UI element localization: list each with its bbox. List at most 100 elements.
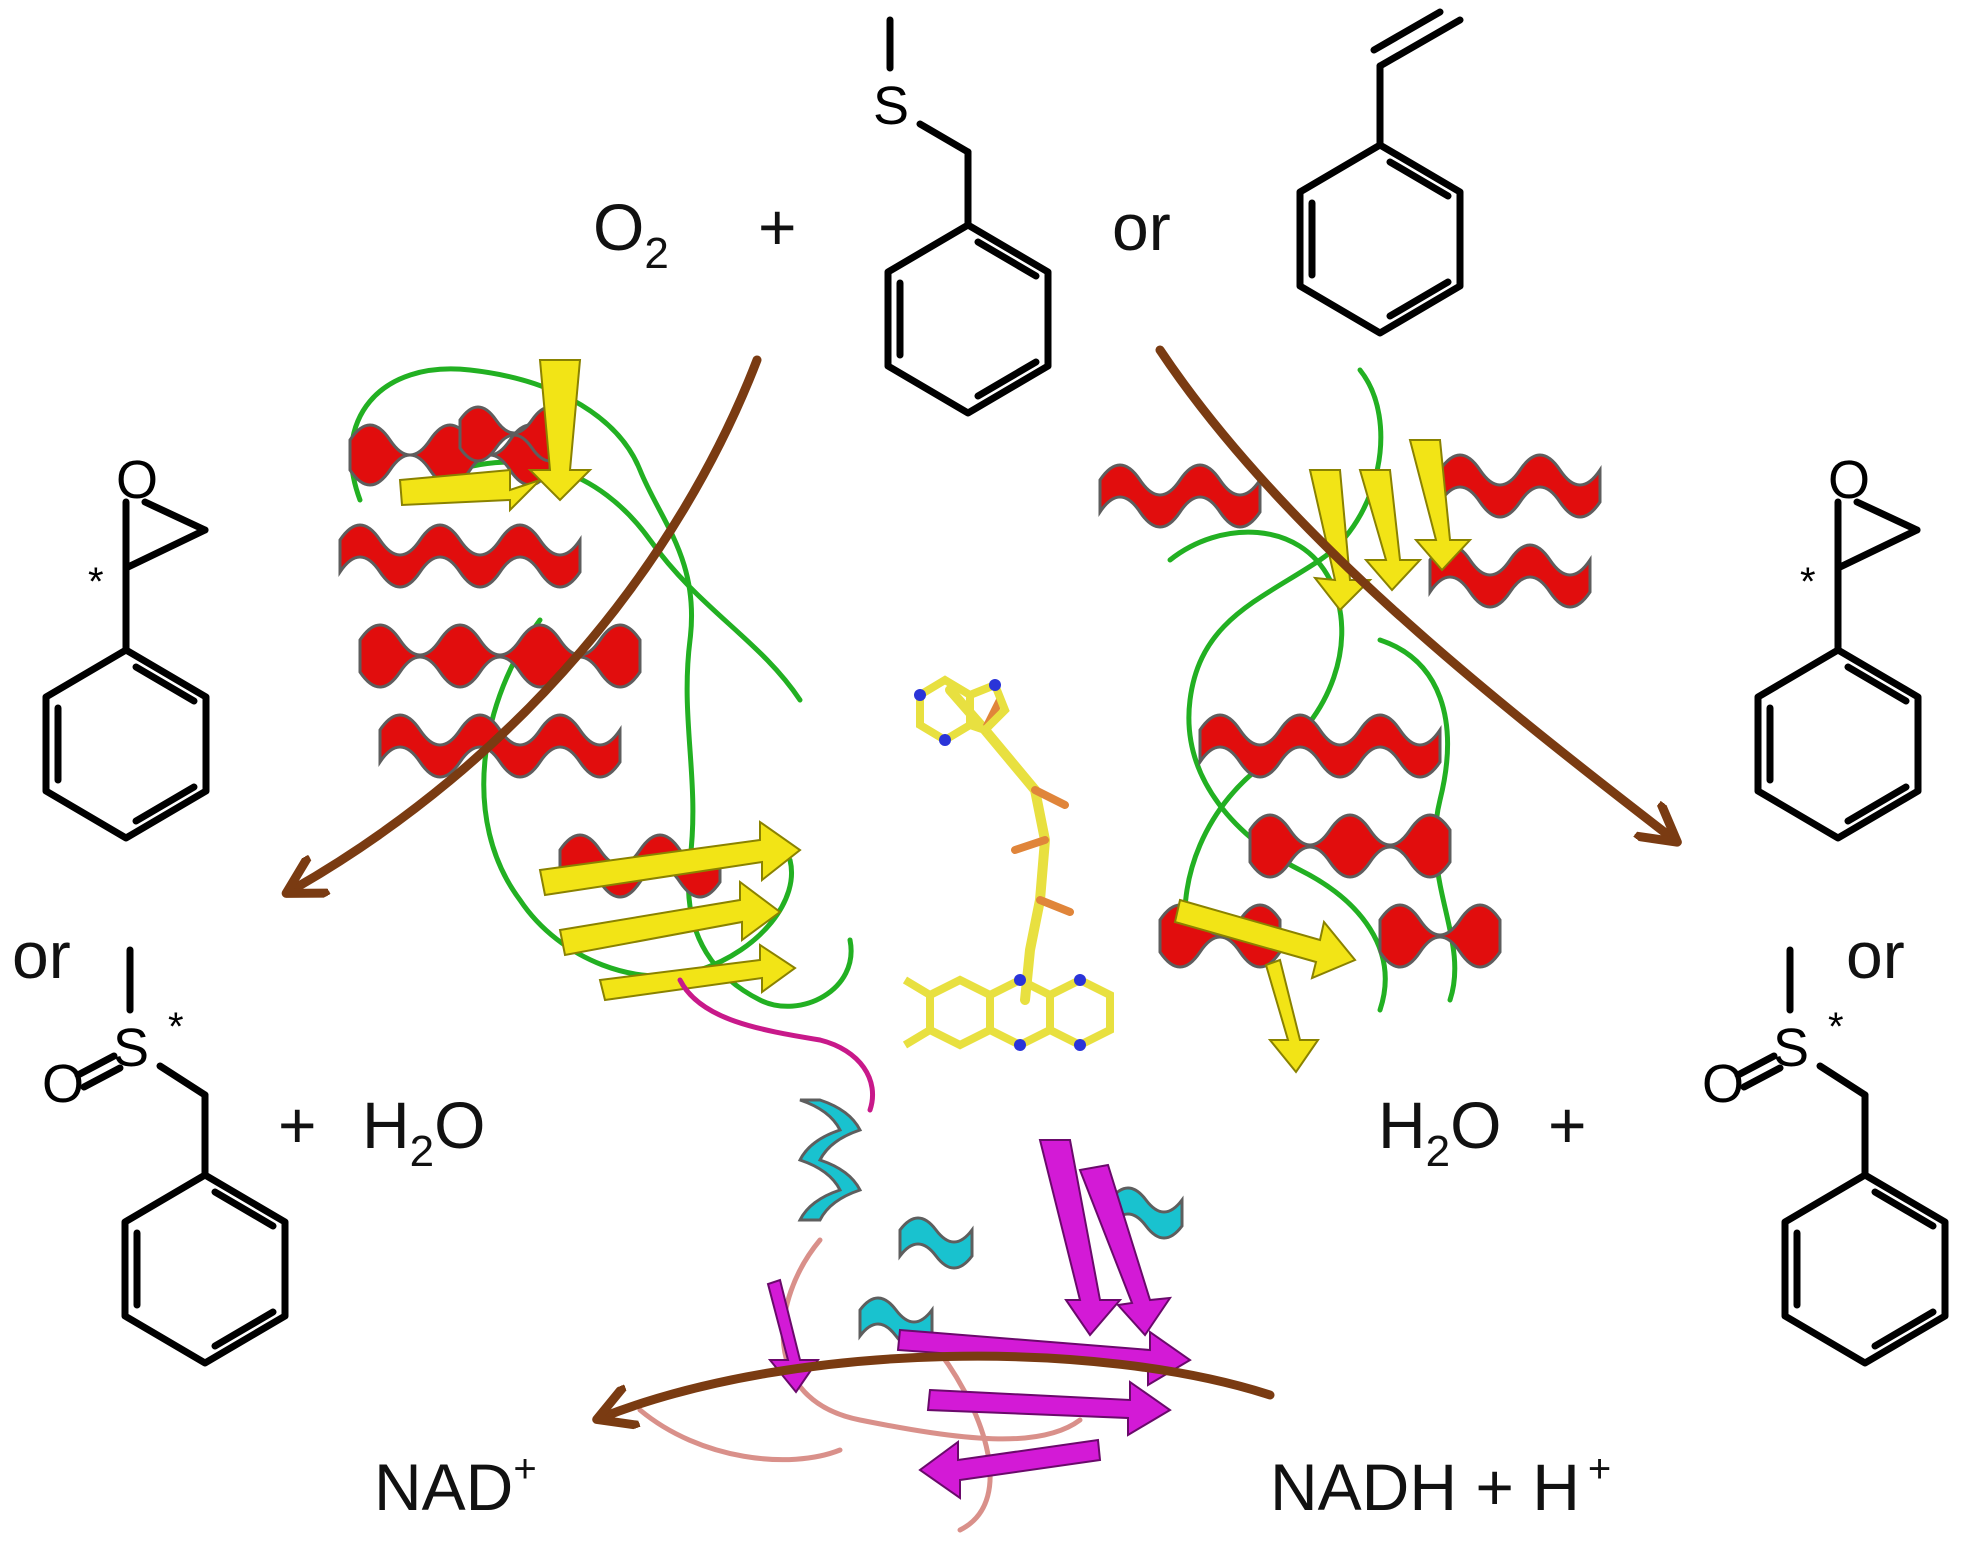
- benzene-ring: [121, 1171, 289, 1367]
- text-labels: O2 + or or or + H2O H2O + NAD+ NADH + H+: [12, 190, 1905, 1524]
- h2o-right-o: O: [1450, 1088, 1501, 1162]
- bond: [122, 526, 209, 572]
- nad-main: NAD: [374, 1450, 513, 1524]
- h2o-left-sub: 2: [410, 1127, 434, 1176]
- strand: [527, 359, 593, 502]
- helix: [1438, 453, 1602, 519]
- helix: [1378, 903, 1502, 969]
- chiral-mark: *: [1800, 560, 1816, 604]
- benzene-ring: [1754, 646, 1922, 842]
- bond: [74, 1052, 118, 1079]
- bond: [211, 1308, 277, 1350]
- helix: [358, 623, 642, 689]
- bond: [1853, 498, 1921, 534]
- protein-domain-left: [338, 359, 854, 1009]
- plus-top: +: [758, 190, 797, 264]
- fad-cofactor: [902, 675, 1114, 1051]
- fad-chain: [981, 696, 1074, 916]
- loop-path: [1186, 367, 1388, 1013]
- bond: [1816, 1062, 1869, 1099]
- oxygen-atom: O: [1702, 1054, 1744, 1114]
- helix-cyan: [898, 1216, 974, 1270]
- bond: [1871, 1308, 1937, 1350]
- o2-sub: 2: [644, 229, 668, 278]
- plus-right: +: [1548, 1088, 1587, 1162]
- helix-cyan: [797, 1098, 863, 1222]
- strand: [926, 1380, 1172, 1437]
- benzene-ring: [1781, 1171, 1949, 1367]
- benzene-ring: [1296, 141, 1464, 337]
- substrate-sulfide: S: [873, 16, 1052, 417]
- product-epoxide-left: O *: [42, 450, 210, 842]
- helix: [338, 523, 582, 589]
- product-sulfoxide-right: S * O: [1702, 946, 1949, 1367]
- bond: [211, 1188, 277, 1230]
- strand: [1078, 1163, 1173, 1337]
- chiral-mark: *: [88, 560, 104, 604]
- helix: [1098, 463, 1262, 529]
- h2o-right-sub: 2: [1426, 1127, 1450, 1176]
- strand: [1264, 958, 1320, 1074]
- linker: [677, 977, 876, 1113]
- plus-left: +: [278, 1088, 317, 1162]
- nadh-sup: +: [1588, 1447, 1611, 1491]
- bond: [916, 120, 972, 156]
- strand: [538, 820, 802, 897]
- strand: [558, 880, 782, 957]
- strand: [1408, 439, 1473, 572]
- product-epoxide-right: O *: [1754, 450, 1922, 842]
- bond: [1834, 526, 1921, 572]
- chiral-mark: *: [1828, 1005, 1844, 1049]
- protein-domain-right: [1098, 367, 1602, 1074]
- nad-label: NAD+: [374, 1447, 537, 1524]
- product-sulfoxide-left: S * O: [42, 946, 289, 1367]
- nadh-label: NADH + H+: [1270, 1447, 1611, 1524]
- bond: [1871, 1188, 1937, 1230]
- strand: [1358, 469, 1423, 592]
- or-right: or: [1846, 918, 1905, 992]
- benzene-ring: [42, 646, 210, 842]
- chiral-mark: *: [168, 1005, 184, 1049]
- bond: [156, 1062, 209, 1099]
- strand: [1173, 898, 1357, 980]
- nad-sup: +: [513, 1447, 536, 1491]
- beta-strands-left: [398, 359, 802, 1002]
- bond: [1386, 158, 1452, 200]
- protein-domain-reductase: [637, 977, 1192, 1533]
- fad-chain: [945, 685, 1051, 1005]
- h2o-left: H2O: [362, 1088, 486, 1176]
- helix: [1428, 543, 1592, 609]
- or-left: or: [12, 918, 71, 992]
- nadh-main: NADH + H: [1270, 1450, 1580, 1524]
- strand: [398, 468, 541, 513]
- helix: [1198, 713, 1442, 779]
- loop-salmon: [927, 1337, 993, 1533]
- h2o-left-o: O: [434, 1088, 485, 1162]
- bond: [1734, 1052, 1778, 1079]
- arrow-nadh-oxidation: [603, 1351, 1275, 1417]
- o2-label: O2: [593, 190, 669, 278]
- bond: [1740, 1064, 1784, 1091]
- bond: [141, 498, 209, 534]
- h2o-right: H2O: [1378, 1088, 1502, 1176]
- fad-flavin-n: [1014, 974, 1086, 1051]
- helix: [378, 713, 622, 779]
- loop-salmon: [637, 1407, 843, 1463]
- bond: [1386, 278, 1452, 320]
- h2o-left-h: H: [362, 1088, 410, 1162]
- sulfur-atom: S: [873, 76, 909, 136]
- helix: [1248, 813, 1452, 879]
- arrow-left-reaction: [292, 355, 762, 890]
- benzene-ring: [884, 221, 1052, 417]
- fad-adenine-n: [914, 679, 1001, 746]
- loop-path: [1167, 529, 1345, 963]
- bond: [1844, 783, 1910, 825]
- bond: [132, 663, 198, 705]
- reaction-arrows: [292, 345, 1672, 1417]
- strand: [1038, 1139, 1123, 1337]
- helix-cyan: [1108, 1186, 1184, 1240]
- bond: [1844, 663, 1910, 705]
- oxygen-atom: O: [1828, 450, 1870, 510]
- bond: [974, 238, 1040, 280]
